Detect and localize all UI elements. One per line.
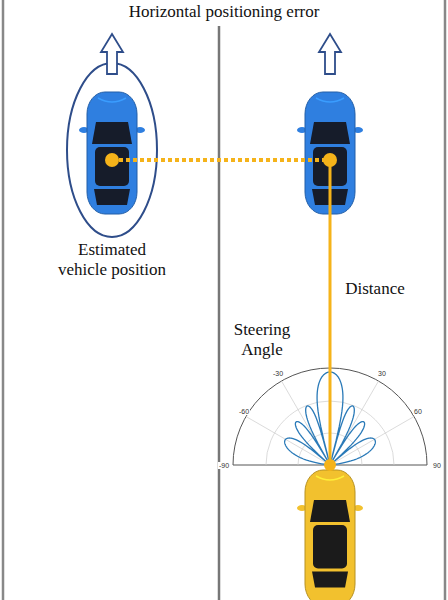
roof <box>313 525 347 569</box>
windshield <box>310 500 350 522</box>
polar-spoke <box>246 417 330 466</box>
hood-line <box>98 98 126 102</box>
axis-tick: 30 <box>377 370 387 377</box>
direction-arrow <box>319 34 341 74</box>
distance-label: Distance <box>330 279 420 299</box>
vehicles <box>79 92 363 600</box>
diagram-title: Horizontal positioning error <box>129 2 320 22</box>
rear-window <box>94 189 130 205</box>
position-ellipse <box>67 63 157 237</box>
hood-line <box>316 476 344 480</box>
axis-tick: 90 <box>432 462 442 469</box>
windshield <box>310 122 350 144</box>
position-dot <box>323 153 337 167</box>
axis-tick: -60 <box>238 408 250 415</box>
axis-tick: 60 <box>413 408 423 415</box>
road-edge <box>444 0 447 600</box>
road-edge <box>2 0 5 600</box>
direction-arrow <box>101 34 123 74</box>
car <box>79 92 145 214</box>
car-body <box>305 470 355 600</box>
axis-tick: -30 <box>272 370 284 377</box>
angle-label: Steering Angle <box>222 320 302 361</box>
vehicle-label: Estimated vehicle position <box>57 240 167 281</box>
radar-dot <box>324 459 336 471</box>
rear-window <box>312 572 348 588</box>
hood-line <box>316 98 344 102</box>
windshield <box>92 122 132 144</box>
roof <box>95 147 129 186</box>
distance-line <box>329 160 332 465</box>
position-dot <box>105 153 119 167</box>
lane-divider <box>218 26 221 600</box>
error-line <box>112 158 330 162</box>
car-body <box>87 92 137 214</box>
car <box>297 470 363 600</box>
polar-spoke <box>330 417 414 466</box>
axis-tick: -90 <box>218 462 230 469</box>
